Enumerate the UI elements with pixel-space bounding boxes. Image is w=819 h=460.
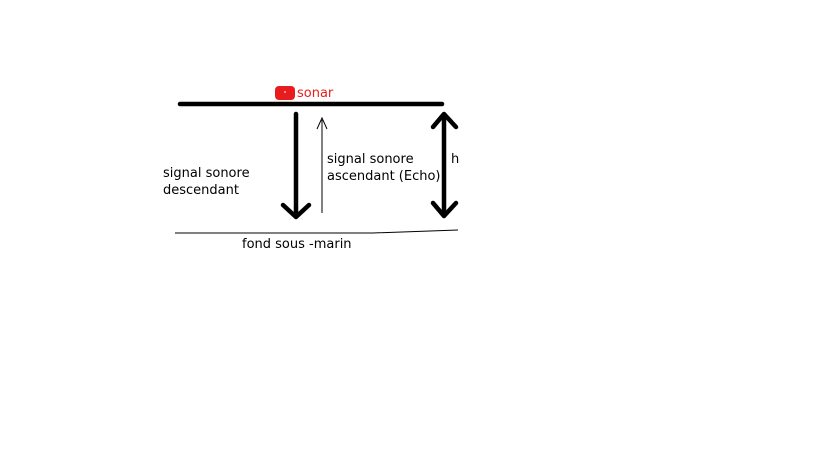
descending-signal-label-line2: descendant xyxy=(163,183,239,198)
descending-arrowhead xyxy=(280,202,312,220)
ascending-signal-label-line2: ascendant (Echo) xyxy=(327,169,441,184)
seabed-line xyxy=(175,229,459,234)
height-label: h xyxy=(451,152,460,167)
sonar-device-dot xyxy=(284,91,286,93)
ascending-arrowhead xyxy=(316,116,328,130)
ascending-signal-label-line1: signal sonore xyxy=(327,152,414,167)
height-arrowhead-bottom xyxy=(430,200,459,219)
seabed-label: fond sous -marin xyxy=(242,237,352,252)
sonar-label: sonar xyxy=(297,86,334,101)
height-arrowhead-top xyxy=(430,111,459,130)
descending-signal-label-line1: signal sonore xyxy=(163,166,250,181)
